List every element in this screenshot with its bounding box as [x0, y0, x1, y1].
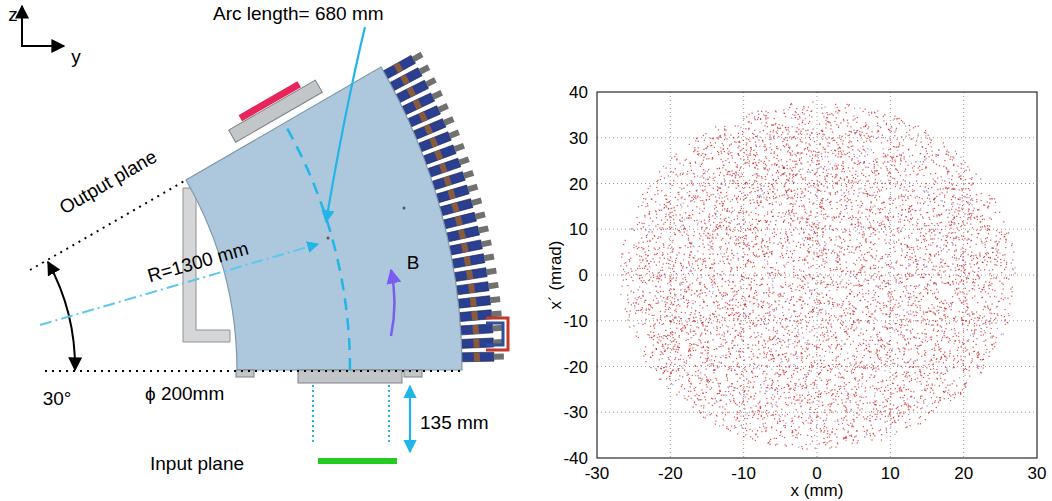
coil	[452, 266, 497, 282]
diameter-line	[312, 385, 314, 442]
input-plane-bar	[318, 458, 397, 464]
axis-title: x (mm)	[791, 482, 844, 499]
phase-space-scatter	[597, 92, 1037, 458]
tick-label: -30	[563, 404, 588, 421]
dimension-label: 135 mm	[420, 413, 489, 432]
tick-label: -10	[563, 312, 588, 329]
beam-trajectory	[284, 123, 350, 370]
tick-label: 20	[569, 175, 588, 192]
marker-dot	[327, 237, 330, 240]
output-flange	[225, 73, 323, 142]
field-label: B	[407, 253, 420, 272]
coil	[459, 338, 503, 349]
tick-label: 40	[569, 84, 588, 101]
axis-name: y	[71, 47, 81, 66]
callout-label: Arc length= 680 mm	[213, 4, 384, 23]
coil	[450, 252, 495, 269]
coil	[381, 51, 424, 80]
y-axis-arrow	[21, 45, 64, 47]
tick-label: 0	[579, 267, 588, 284]
plot-grid	[597, 92, 1037, 458]
tick-label: 20	[954, 465, 973, 482]
flange-plate	[404, 370, 422, 377]
input-flange	[298, 370, 402, 383]
diameter-line	[388, 385, 390, 442]
tick-label: 30	[569, 129, 588, 146]
coil	[454, 280, 499, 295]
cooling-pipe	[486, 323, 503, 345]
tick-label: 30	[1028, 465, 1047, 482]
dimension-label: ϕ 200mm	[145, 384, 224, 403]
base-line	[45, 370, 462, 372]
tick-label: -20	[658, 465, 683, 482]
marker-dot	[403, 207, 406, 210]
tick-label: -30	[585, 465, 610, 482]
cooling-pipe	[486, 318, 508, 350]
tick-label: -20	[563, 358, 588, 375]
plane-label: Input plane	[150, 454, 244, 473]
coil	[456, 295, 501, 309]
angle-label: 30°	[43, 389, 72, 408]
tick-label: 10	[881, 465, 900, 482]
coil	[460, 352, 504, 362]
distance-arrow	[409, 386, 411, 452]
radius-line	[40, 244, 318, 325]
tick-label: 10	[569, 221, 588, 238]
tick-label: -40	[563, 450, 588, 467]
plot-frame	[597, 92, 1037, 458]
axis-title: x´ (mrad)	[547, 241, 564, 310]
tick-label: -10	[731, 465, 756, 482]
coil	[457, 309, 502, 322]
plane-label: Output plane	[56, 147, 160, 218]
tick-label: 0	[812, 465, 821, 482]
dipole-magnet	[186, 67, 462, 370]
field-arrow	[391, 270, 395, 336]
z-axis-arrow	[21, 6, 23, 46]
output-plane-line	[30, 180, 186, 270]
leader-line	[326, 27, 365, 222]
axis-name: z	[8, 5, 18, 24]
coil	[458, 323, 502, 335]
flange-plate	[236, 370, 254, 377]
